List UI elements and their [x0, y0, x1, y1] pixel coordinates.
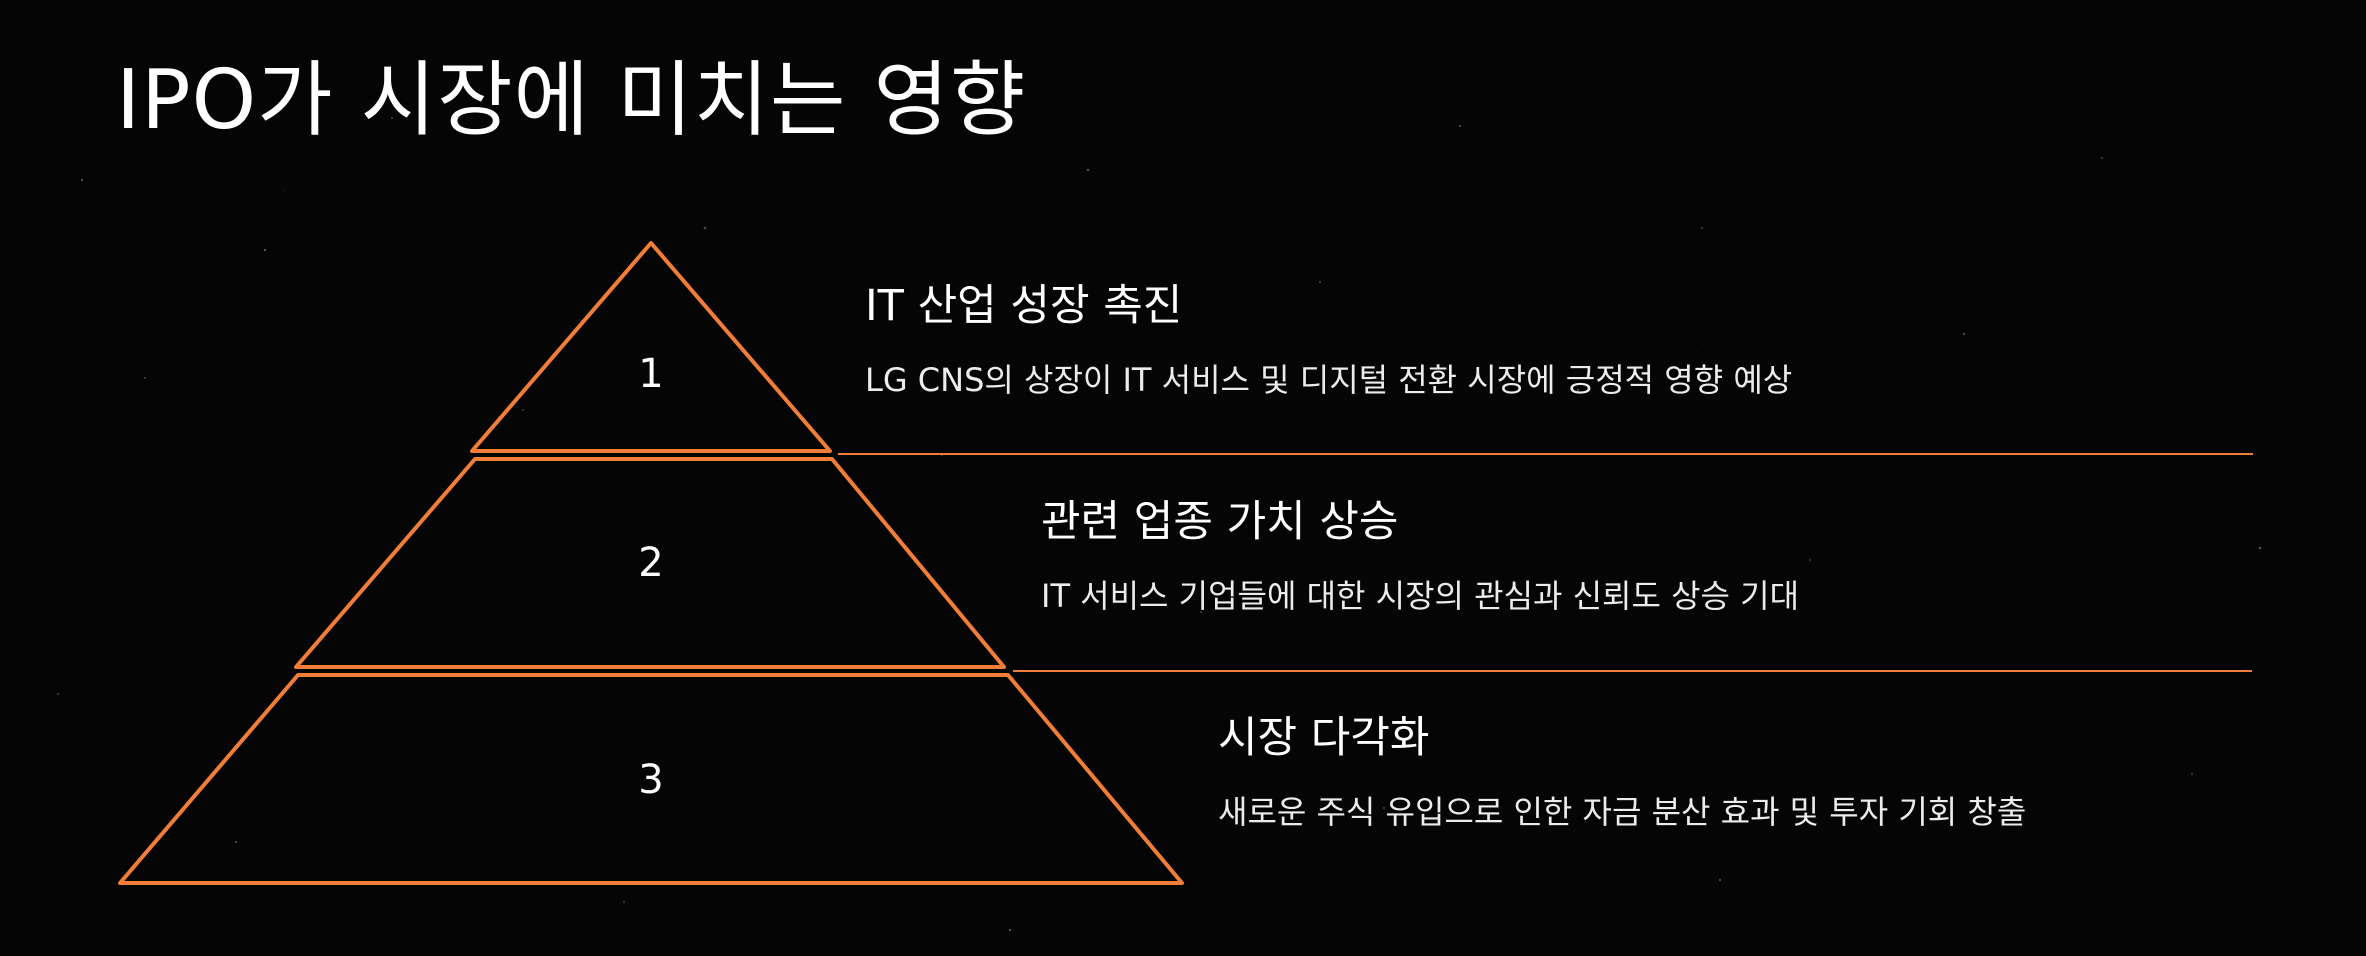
pyramid-level-3-number: 3	[638, 757, 664, 803]
level-2-heading: 관련 업종 가치 상승	[1041, 497, 1399, 547]
level-1-heading: IT 산업 성장 촉진	[865, 281, 1183, 331]
slide-title: IPO가 시장에 미치는 영향	[116, 53, 1027, 148]
pyramid-level-2-number: 2	[638, 540, 664, 586]
level-3-text-block: 시장 다각화 새로운 주식 유입으로 인한 자금 분산 효과 및 투자 기회 창…	[1218, 713, 2027, 832]
level-1-description: LG CNS의 상장이 IT 서비스 및 디지털 전환 시장에 긍정적 영향 예…	[865, 361, 1793, 400]
level-1-text-block: IT 산업 성장 촉진 LG CNS의 상장이 IT 서비스 및 디지털 전환 …	[865, 281, 1793, 400]
level-2-text-block: 관련 업종 가치 상승 IT 서비스 기업들에 대한 시장의 관심과 신뢰도 상…	[1041, 497, 1800, 616]
pyramid-level-2-shape	[294, 457, 1006, 669]
level-3-heading: 시장 다각화	[1218, 713, 1430, 763]
pyramid-level-1-number: 1	[638, 351, 664, 397]
level-3-description: 새로운 주식 유입으로 인한 자금 분산 효과 및 투자 기회 창출	[1218, 793, 2027, 832]
level-2-description: IT 서비스 기업들에 대한 시장의 관심과 신뢰도 상승 기대	[1041, 577, 1800, 616]
pyramid-level-3-shape	[118, 673, 1184, 885]
pyramid-level-1-shape	[470, 241, 832, 453]
